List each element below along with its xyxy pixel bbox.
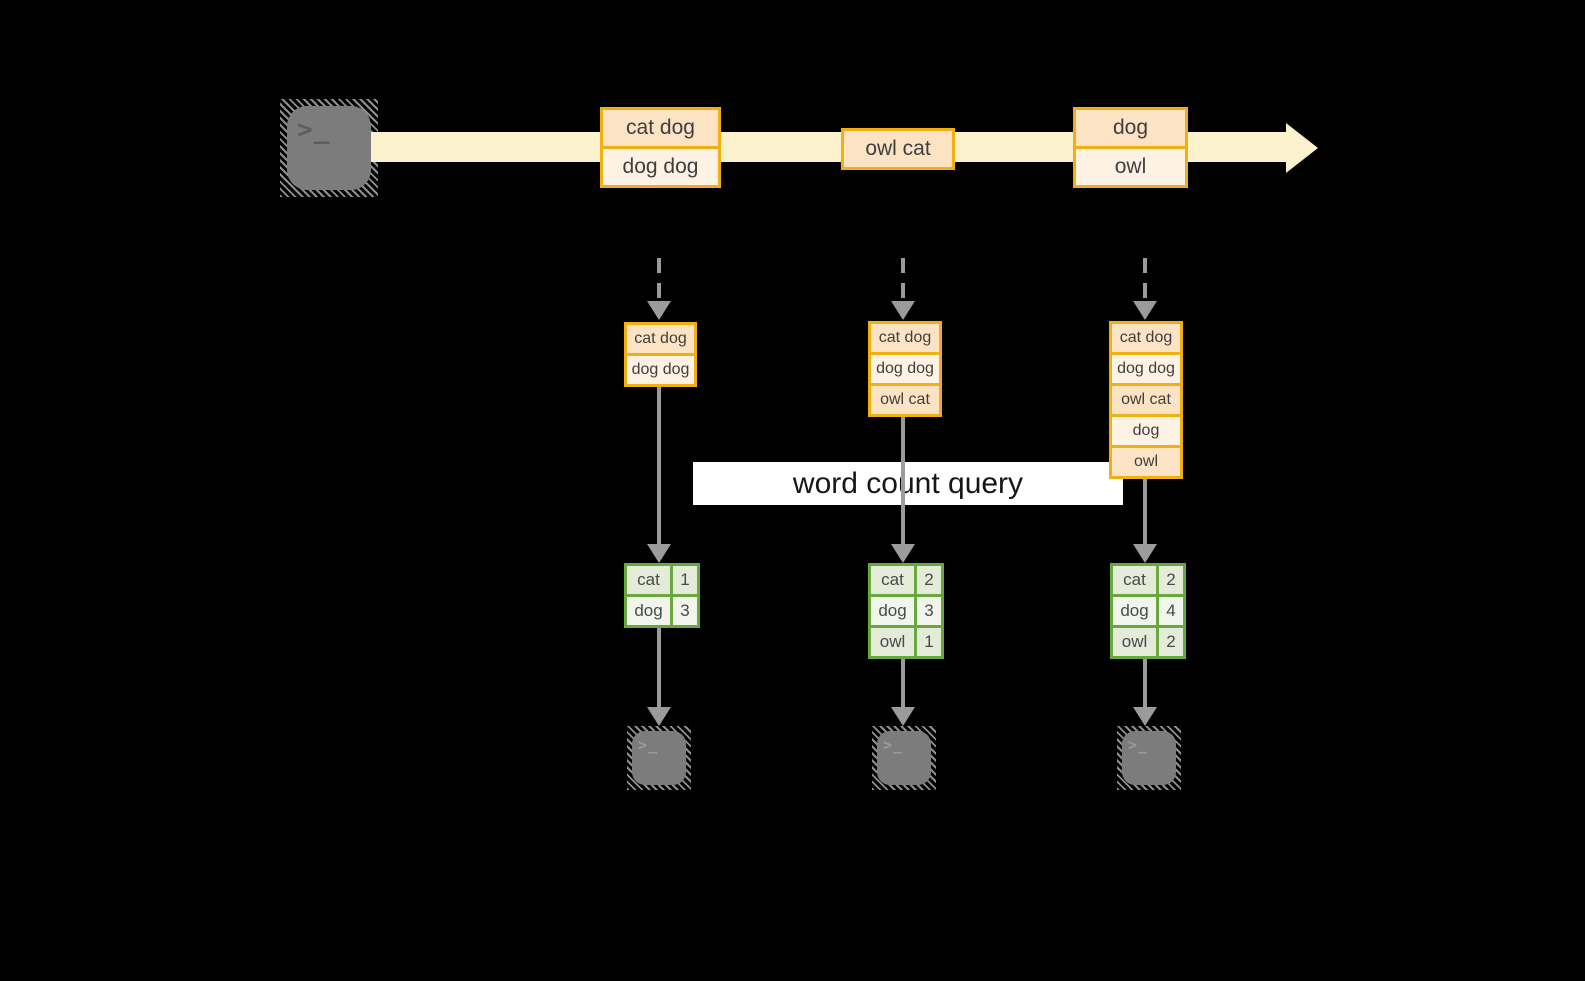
snapshot-record: dog dog <box>627 353 694 384</box>
snapshot-record: cat dog <box>627 325 694 353</box>
stream-record: dog <box>1076 110 1185 146</box>
terminal-prompt-glyph: >_ <box>297 115 331 145</box>
flow-line <box>901 657 905 708</box>
down-arrowhead-icon <box>647 707 671 726</box>
result-table: cat 2 dog 4 owl 2 <box>1110 563 1186 659</box>
down-arrowhead-icon <box>1133 707 1157 726</box>
result-row: dog 3 <box>627 594 697 625</box>
down-arrowhead-icon <box>647 301 671 320</box>
sink-terminal-icon: >_ <box>872 726 936 790</box>
sink-terminal-icon: >_ <box>627 726 691 790</box>
terminal-prompt-glyph: >_ <box>1128 736 1149 754</box>
result-word: owl <box>871 628 914 656</box>
snapshot-record: cat dog <box>1112 324 1180 352</box>
flow-line <box>657 626 661 708</box>
result-row: cat 1 <box>627 566 697 594</box>
snapshot-dashed-line <box>901 258 905 300</box>
result-row: dog 4 <box>1113 594 1183 625</box>
result-count: 2 <box>914 566 941 594</box>
sink-terminal-icon: >_ <box>1117 726 1181 790</box>
stream-record: owl cat <box>844 131 952 167</box>
query-label: word count query <box>792 466 1024 500</box>
result-table: cat 1 dog 3 <box>624 563 700 628</box>
snapshot-dashed-line <box>657 258 661 300</box>
terminal-prompt-glyph: >_ <box>883 736 904 754</box>
terminal-prompt-glyph: >_ <box>638 736 659 754</box>
down-arrowhead-icon <box>1133 301 1157 320</box>
result-count: 3 <box>914 597 941 625</box>
flow-line <box>1143 657 1147 708</box>
snapshot-record: dog dog <box>871 352 939 383</box>
terminal-body <box>287 106 371 190</box>
result-count: 4 <box>1156 597 1183 625</box>
snapshot-dashed-line <box>1143 258 1147 300</box>
result-row: dog 3 <box>871 594 941 625</box>
result-count: 2 <box>1156 566 1183 594</box>
result-word: dog <box>1113 597 1156 625</box>
down-arrowhead-icon <box>891 544 915 563</box>
result-word: cat <box>871 566 914 594</box>
terminal-body <box>877 731 931 785</box>
down-arrowhead-icon <box>891 707 915 726</box>
stream-record: dog dog <box>603 146 718 185</box>
down-arrowhead-icon <box>891 301 915 320</box>
result-row: cat 2 <box>1113 566 1183 594</box>
snapshot-record: owl cat <box>871 383 939 414</box>
result-table: cat 2 dog 3 owl 1 <box>868 563 944 659</box>
result-row: owl 1 <box>871 625 941 656</box>
down-arrowhead-icon <box>647 544 671 563</box>
snapshot-record: owl cat <box>1112 383 1180 414</box>
result-count: 1 <box>914 628 941 656</box>
terminal-body <box>1122 731 1176 785</box>
flow-line <box>657 385 661 545</box>
down-arrowhead-icon <box>1133 544 1157 563</box>
stream-batch-box: owl cat <box>841 128 955 170</box>
result-word: cat <box>627 566 670 594</box>
result-count: 1 <box>670 566 697 594</box>
stream-record: owl <box>1076 146 1185 185</box>
terminal-body <box>632 731 686 785</box>
stream-record: cat dog <box>603 110 718 146</box>
query-label-bar: word count query <box>693 462 1123 505</box>
snapshot-record: dog <box>1112 414 1180 445</box>
flow-line <box>1143 477 1147 545</box>
result-row: cat 2 <box>871 566 941 594</box>
stream-arrowhead-icon <box>1286 123 1318 173</box>
result-word: owl <box>1113 628 1156 656</box>
snapshot-record: dog dog <box>1112 352 1180 383</box>
flow-line <box>901 415 905 545</box>
snapshot-record: owl <box>1112 445 1180 476</box>
snapshot-record: cat dog <box>871 324 939 352</box>
result-word: dog <box>627 597 670 625</box>
source-terminal-icon: >_ <box>280 99 378 197</box>
result-count: 2 <box>1156 628 1183 656</box>
result-count: 3 <box>670 597 697 625</box>
result-word: cat <box>1113 566 1156 594</box>
result-row: owl 2 <box>1113 625 1183 656</box>
result-word: dog <box>871 597 914 625</box>
